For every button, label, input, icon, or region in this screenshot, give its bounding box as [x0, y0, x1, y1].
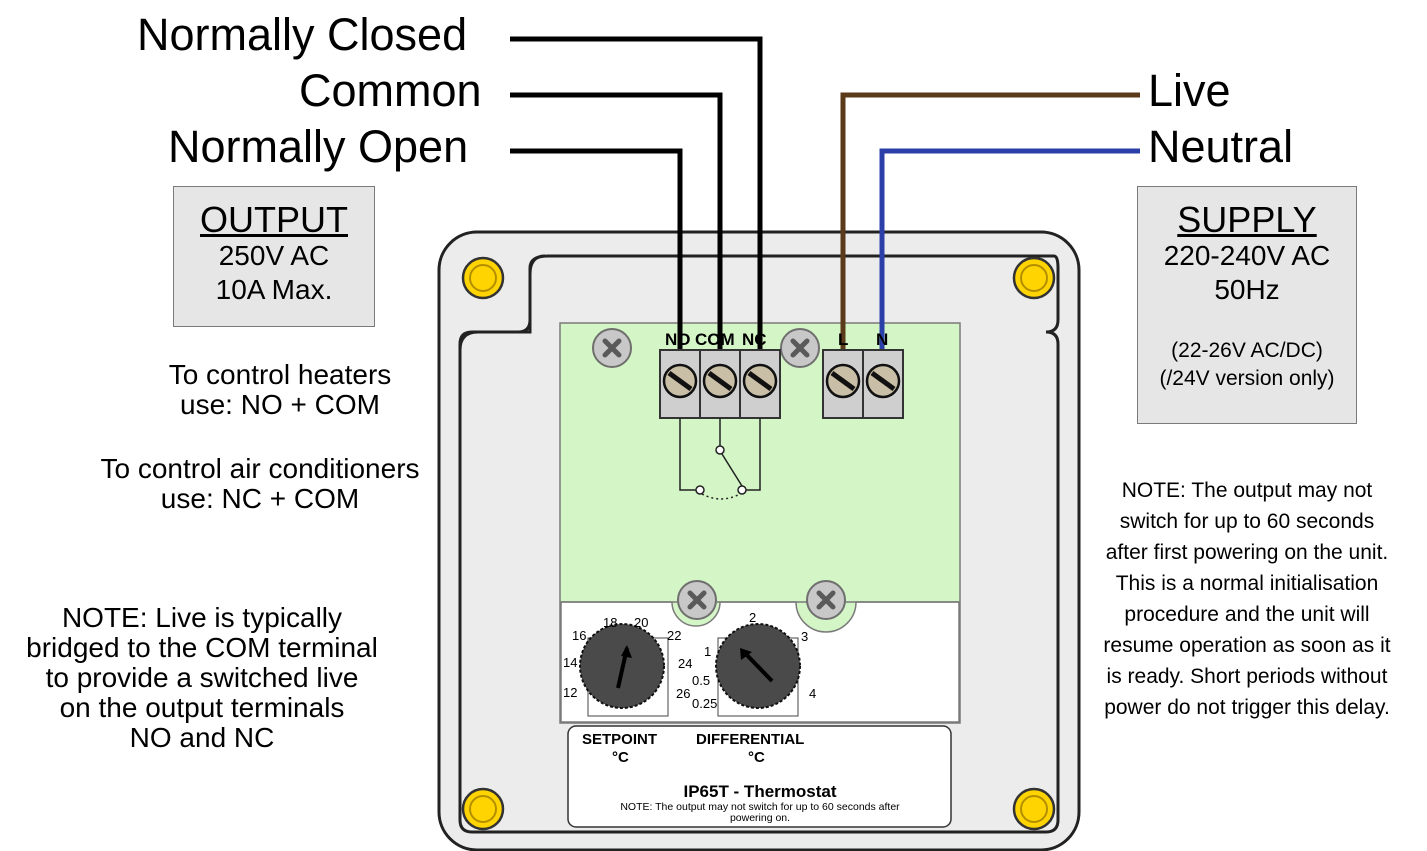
wire-neutral [879, 148, 1140, 358]
supply-frequency: 50Hz [1214, 274, 1280, 305]
label-common: Common [299, 65, 482, 116]
enclosure-inner-lip [458, 254, 546, 351]
differential-tick-2: 2 [749, 610, 756, 625]
setpoint-label: SETPOINT [582, 731, 657, 748]
setpoint-unit: °C [612, 749, 629, 766]
note-heaters-line2: use: NO + COM [180, 389, 380, 420]
product-label-panel [567, 725, 952, 828]
supply-title: SUPPLY [1177, 199, 1317, 240]
note-aircon: To control air conditioners use: NC + CO… [20, 454, 500, 514]
note-delay-line6: resume operation as soon as it [1103, 634, 1391, 657]
terminal-label-com: COM [695, 330, 735, 349]
note-live-line5: NO and NC [129, 722, 275, 753]
note-aircon-line1: To control air conditioners [100, 453, 420, 484]
board-screw-icon [593, 329, 631, 367]
note-delay-line4: This is a normal initialisation [1115, 572, 1379, 595]
output-voltage: 250V AC [218, 240, 330, 271]
note-heaters: To control heaters use: NO + COM [60, 360, 500, 420]
lid-screw-icon [461, 256, 505, 300]
note-delay-line5: procedure and the unit will [1124, 603, 1370, 626]
note-live-line4: on the output terminals [59, 692, 345, 723]
setpoint-tick-22: 22 [667, 628, 681, 643]
output-terminal-block [659, 349, 781, 419]
setpoint-dial[interactable] [579, 623, 669, 717]
setpoint-tick-20: 20 [634, 615, 648, 630]
wire-common [510, 92, 723, 358]
terminal-label-l: L [838, 330, 848, 349]
differential-tick-3: 3 [801, 629, 808, 644]
differential-dial[interactable] [715, 623, 801, 717]
differential-unit: °C [748, 749, 765, 766]
supply-voltage: 220-240V AC [1163, 240, 1331, 271]
differential-tick-1: 1 [704, 644, 711, 659]
terminal-label-nc: NC [742, 330, 767, 349]
terminal-label-n: N [876, 330, 888, 349]
product-name: IP65T - Thermostat [683, 782, 836, 801]
note-live-line2: bridged to the COM terminal [26, 632, 378, 663]
supply-spec-box: SUPPLY 220-240V AC 50Hz (22-26V AC/DC) (… [1137, 186, 1357, 424]
supply-low-voltage: (22-26V AC/DC) [1171, 339, 1323, 362]
wire-normally-closed [510, 36, 763, 358]
label-neutral: Neutral [1148, 121, 1294, 172]
note-delay-line8: power do not trigger this delay. [1104, 696, 1390, 719]
board-screw-icon [807, 581, 845, 619]
lid-screw-icon [1012, 256, 1056, 300]
output-spec-box: OUTPUT 250V AC 10A Max. [173, 186, 375, 327]
wire-normally-open [510, 148, 683, 358]
differential-label: DIFFERENTIAL [696, 731, 804, 748]
note-live-line3: to provide a switched live [45, 662, 359, 693]
output-title: OUTPUT [200, 199, 348, 240]
setpoint-tick-26: 26 [676, 686, 690, 701]
note-live-bridge: NOTE: Live is typically bridged to the C… [0, 603, 404, 753]
differential-tick-0-25: 0.25 [692, 696, 717, 711]
setpoint-tick-14: 14 [563, 655, 577, 670]
label-live: Live [1148, 65, 1231, 116]
lid-screw-icon [461, 787, 505, 831]
note-delay-line3: after first powering on the unit. [1105, 541, 1389, 564]
supply-terminal-block [822, 349, 904, 419]
note-delay-line7: is ready. Short periods without [1106, 665, 1388, 688]
note-startup-delay: NOTE: The output may not switch for up t… [1094, 475, 1400, 723]
differential-tick-0-5: 0.5 [692, 673, 710, 688]
product-note-line1: NOTE: The output may not switch for up t… [620, 801, 900, 813]
board-screw-icon [678, 581, 716, 619]
label-normally-open: Normally Open [168, 121, 469, 172]
setpoint-tick-18: 18 [603, 615, 617, 630]
note-delay-line1: NOTE: The output may not [1121, 479, 1373, 502]
note-live-line1: NOTE: Live is typically [61, 602, 343, 633]
relay-schematic [679, 418, 761, 500]
note-heaters-line1: To control heaters [168, 359, 392, 390]
board-screw-icon [781, 329, 819, 367]
setpoint-tick-24: 24 [678, 656, 692, 671]
differential-tick-4: 4 [809, 686, 816, 701]
note-aircon-line2: use: NC + COM [160, 483, 360, 514]
supply-low-voltage-note: (/24V version only) [1159, 367, 1335, 390]
output-current: 10A Max. [215, 274, 333, 305]
setpoint-tick-12: 12 [563, 685, 577, 700]
label-normally-closed: Normally Closed [137, 9, 468, 60]
note-delay-line2: switch for up to 60 seconds [1119, 510, 1375, 533]
wire-live [840, 92, 1140, 358]
terminal-label-no: NO [665, 330, 691, 349]
setpoint-tick-16: 16 [572, 628, 586, 643]
lid-screw-icon [1012, 787, 1056, 831]
product-note-line2: powering on. [730, 812, 790, 824]
